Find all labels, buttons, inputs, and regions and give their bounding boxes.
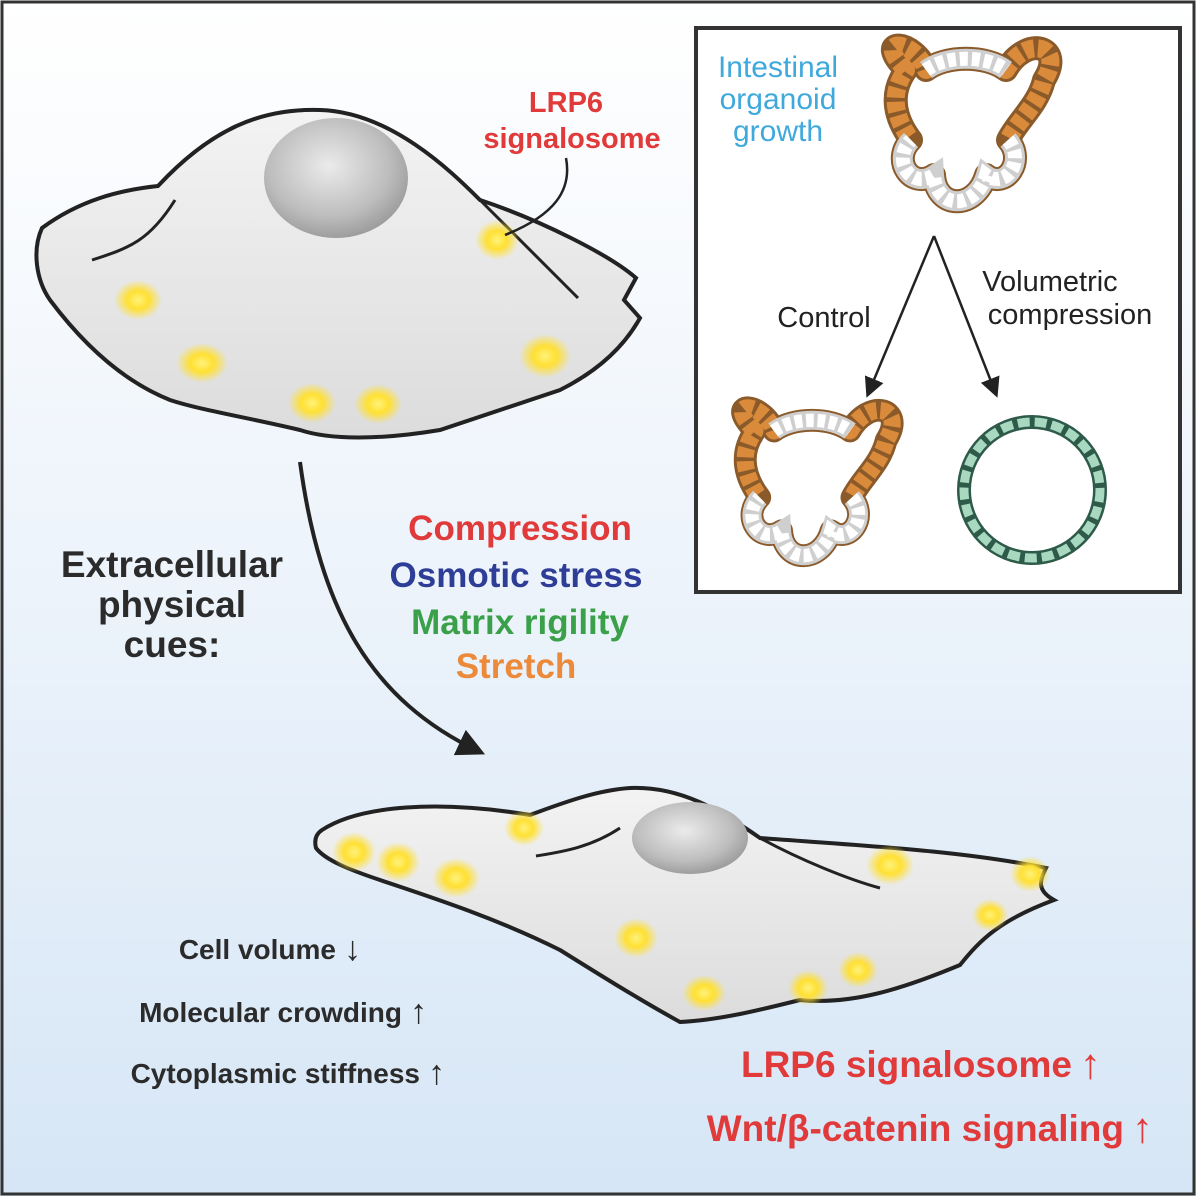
signalosome-dot (114, 280, 162, 320)
signalosome-dot (376, 842, 420, 882)
effect-molecular-crowding-label: Molecular crowding (139, 997, 402, 1028)
top-cell (34, 107, 643, 440)
bottom-cell-fold-right (759, 836, 881, 890)
inset-title-line2: organoid (720, 83, 837, 116)
signalosome-dot (614, 918, 658, 958)
branch-label-left: Control (777, 302, 871, 334)
effect-molecular-crowding-arrow: ↑ (410, 993, 427, 1031)
signalosome-pointer-line (504, 157, 569, 237)
effect-cell-volume-arrow: ↓ (344, 930, 361, 968)
organoid-control (731, 396, 904, 567)
cue-stretch: Stretch (456, 647, 577, 686)
cue-osmotic-stress: Osmotic stress (390, 556, 643, 595)
inset-title-line3: growth (733, 115, 823, 148)
bottom-cell-nucleus (632, 802, 748, 874)
top-cell-nucleus (264, 118, 408, 238)
signalosome-dot (682, 975, 726, 1011)
top-cell-fold-right (478, 198, 580, 300)
cue-matrix-rigility: Matrix rigility (411, 603, 629, 642)
cues-heading-line3: cues: (124, 624, 221, 665)
bottom-cell-fold-left (535, 826, 621, 858)
effect-cell-volume: Cell volume (179, 934, 336, 965)
outcome-wnt-signaling: Wnt/β-catenin signaling (707, 1108, 1124, 1149)
signalosome-dot (972, 899, 1008, 931)
branch-label-right-line1: Volumetric (982, 266, 1117, 298)
signalosome-dot (838, 952, 878, 988)
signalosome-dot (504, 810, 544, 846)
signalosome-dot (332, 832, 376, 872)
cues-heading-line2: physical (98, 584, 246, 625)
branch-arrow-compression (932, 235, 1000, 398)
signalosome-dot (866, 845, 914, 885)
cues-heading-line1: Extracellular (61, 544, 283, 585)
effect-cell-volume-label: Cell volume (179, 934, 336, 965)
effect-cytoplasmic-stiffness: Cytoplasmic stiffness (131, 1058, 420, 1089)
lrp6-annotation-line2: signalosome (483, 123, 660, 155)
signalosome-dot (1010, 856, 1050, 892)
signalosome-dot (519, 334, 571, 378)
branch-label-right-line2: compression (988, 299, 1152, 331)
outcome-wnt-arrow: ↑ (1132, 1104, 1153, 1151)
signalosome-dot (475, 220, 519, 260)
lrp6-annotation-line1: LRP6 (529, 87, 603, 119)
top-cell-signalosomes (114, 220, 571, 424)
top-cell-fold-left (91, 199, 177, 262)
signalosome-dot (432, 858, 480, 898)
transition-arrow (298, 461, 486, 756)
branch-arrow-control (864, 235, 936, 398)
bottom-cell (313, 785, 1059, 1025)
signalosome-dot (288, 383, 336, 423)
outcome-lrp6-signalosome: LRP6 signalosome (741, 1044, 1072, 1085)
inset-title-line1: Intestinal (718, 51, 838, 84)
cue-compression: Compression (408, 509, 632, 548)
effect-cytoplasmic-stiffness-arrow: ↑ (428, 1054, 445, 1092)
organoid-compressed (957, 415, 1107, 565)
effect-molecular-crowding: Molecular crowding (139, 997, 402, 1028)
signalosome-dot (354, 384, 402, 424)
effect-cytoplasmic-stiffness-label: Cytoplasmic stiffness (131, 1058, 420, 1089)
bottom-cell-signalosomes (332, 810, 1050, 1011)
signalosome-dot (176, 343, 228, 383)
organoid-growing (881, 33, 1063, 214)
signalosome-dot (788, 970, 828, 1006)
outcome-lrp6-arrow: ↑ (1080, 1040, 1101, 1087)
